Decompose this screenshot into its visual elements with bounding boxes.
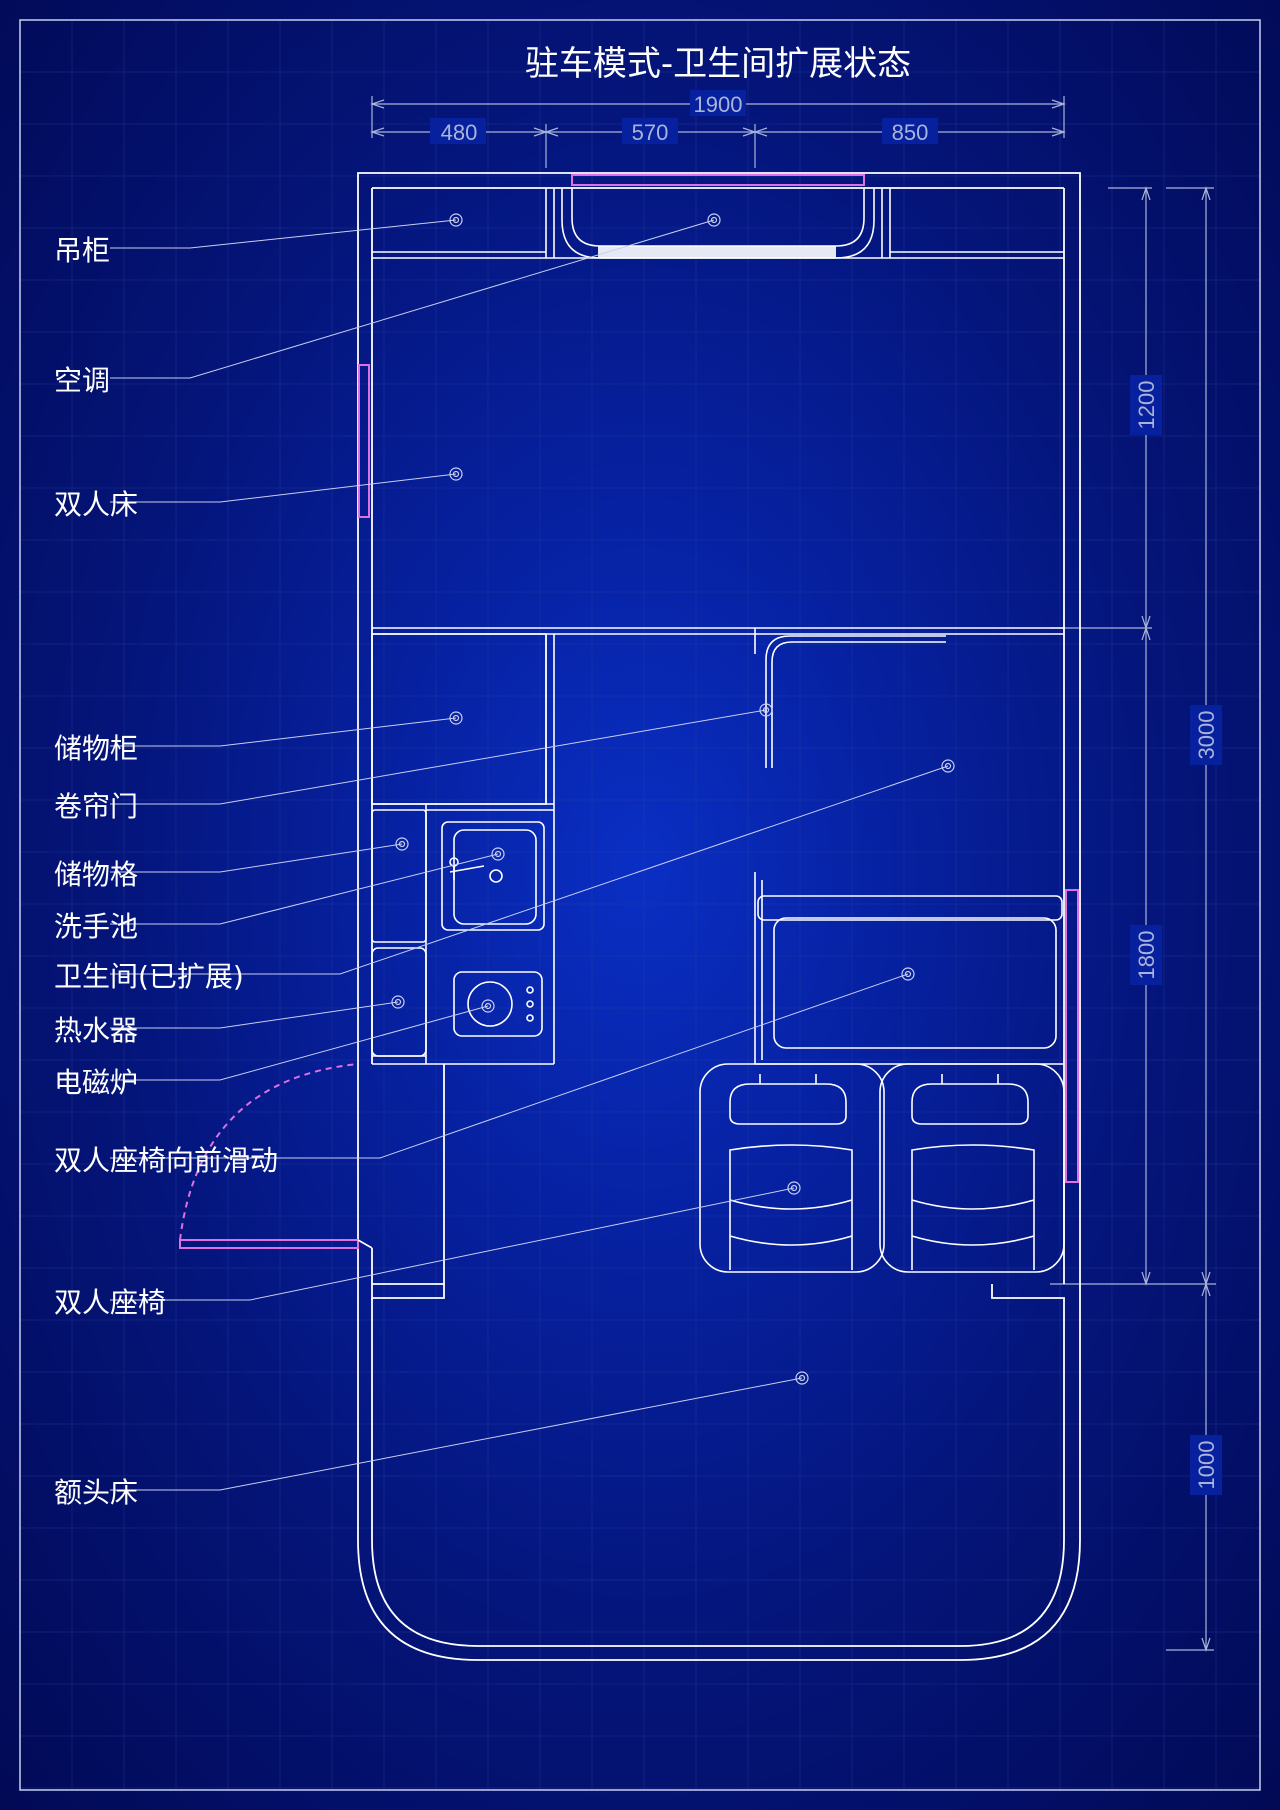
callout-labels: 吊柜 空调 双人床 储物柜 卷帘门 储物格 洗手池 卫生间(已扩展) 热水器 电…	[54, 234, 278, 1509]
callout-roller-door: 卷帘门	[54, 790, 138, 823]
roller-door-shape	[754, 628, 946, 768]
callout-double-bed: 双人床	[54, 488, 138, 521]
callout-air-conditioner: 空调	[54, 364, 110, 397]
air-conditioner-vent	[598, 246, 836, 258]
page-title: 驻车模式-卫生间扩展状态	[525, 44, 911, 84]
callout-storage-compartment: 储物格	[54, 858, 138, 891]
roof-window-top	[571, 174, 865, 186]
double-seat-shape	[699, 1063, 1065, 1273]
callout-water-heater: 热水器	[54, 1014, 138, 1047]
callout-wash-basin: 洗手池	[54, 910, 138, 943]
sheet-border	[19, 19, 1261, 1791]
bathroom-fixtures	[371, 804, 554, 1065]
vehicle-outline	[357, 172, 1081, 1661]
side-window-left	[358, 364, 370, 518]
entry-door	[179, 1063, 373, 1249]
callout-double-seat: 双人座椅	[54, 1286, 166, 1319]
dim-width-part-3: 850	[892, 120, 929, 145]
callout-overcab-bed: 额头床	[54, 1476, 138, 1509]
dim-width-part-1: 480	[441, 120, 478, 145]
dim-height-overcab: 1000	[1194, 1441, 1219, 1490]
callout-induction-cooker: 电磁炉	[54, 1066, 138, 1099]
side-window-right	[1065, 889, 1079, 1183]
background-grid	[19, 19, 1260, 1790]
right-dimensions	[1050, 186, 1216, 1652]
dim-height-bed: 1200	[1134, 381, 1159, 430]
leader-lines	[110, 219, 949, 1491]
dim-total-width: 1900	[694, 92, 743, 117]
bed-area-lines	[372, 627, 1064, 635]
callout-double-seat-slide: 双人座椅向前滑动	[54, 1144, 278, 1177]
dim-width-part-2: 570	[632, 120, 669, 145]
callout-bathroom-expanded: 卫生间(已扩展)	[54, 960, 244, 993]
dim-height-main: 3000	[1194, 711, 1219, 760]
callout-hanging-cabinet: 吊柜	[54, 234, 110, 267]
callout-storage-cabinet: 储物柜	[54, 732, 138, 765]
dim-height-middle: 1800	[1134, 931, 1159, 980]
storage-cabinet-shape	[371, 633, 555, 1064]
leader-markers	[391, 213, 955, 1385]
